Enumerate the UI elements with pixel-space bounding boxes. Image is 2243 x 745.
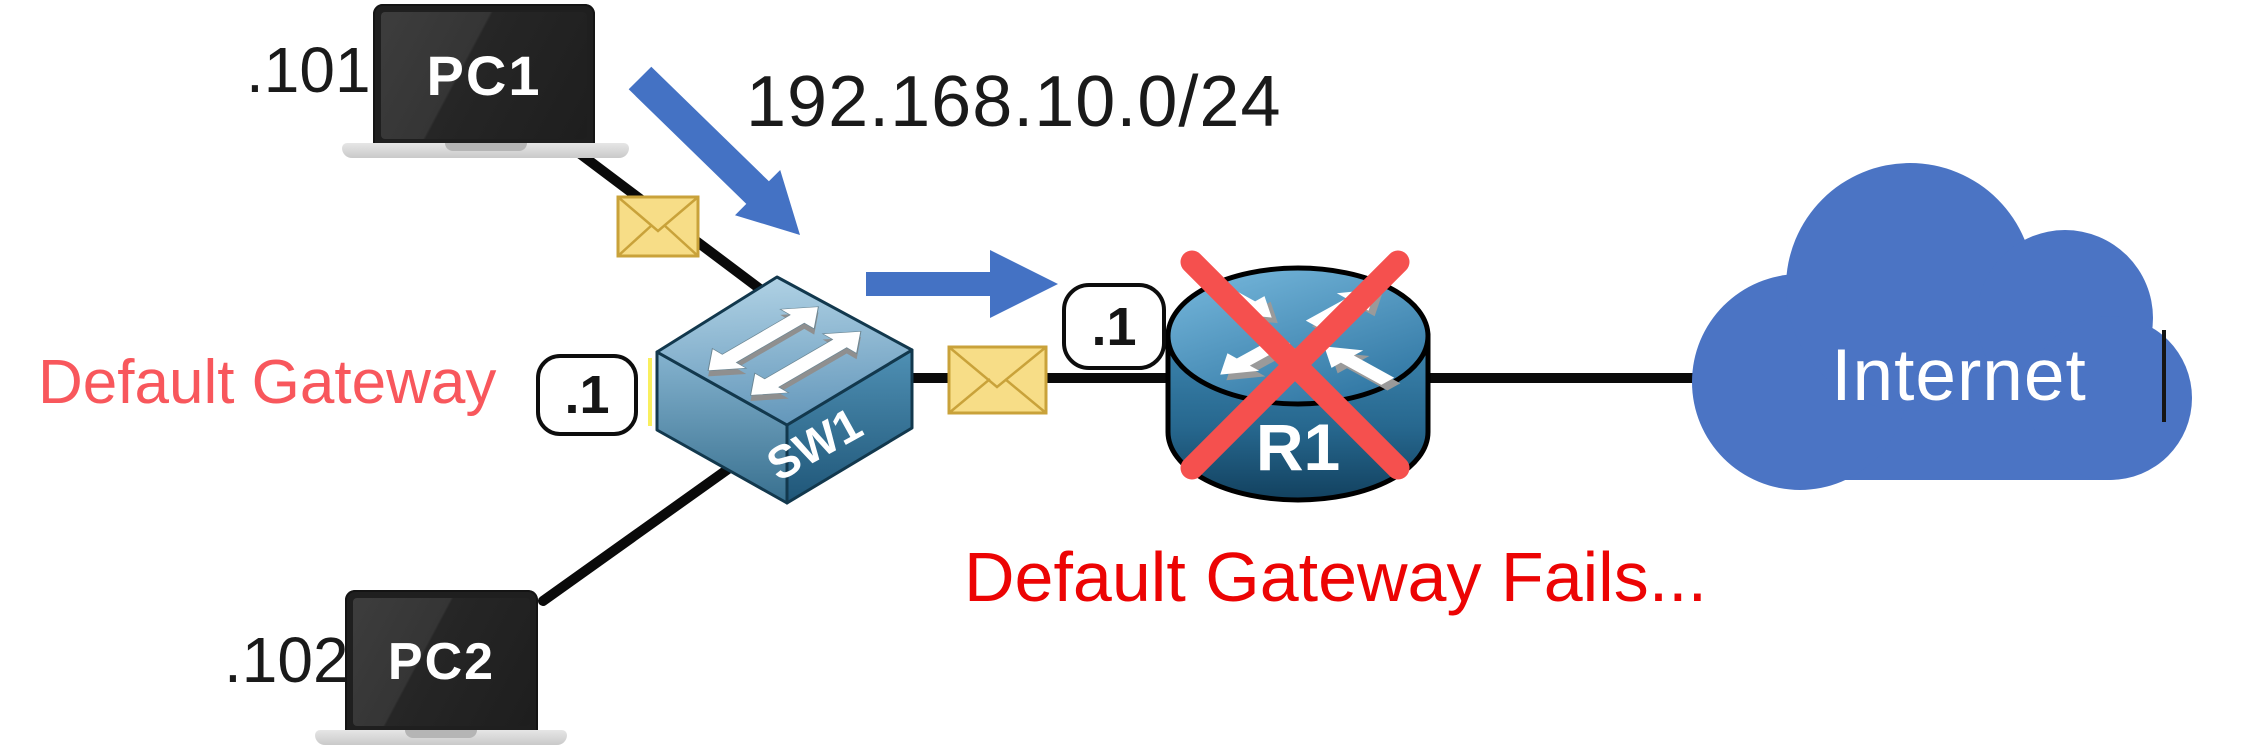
router-label: R1 — [1256, 410, 1340, 484]
text-cursor-artifact — [2162, 330, 2166, 422]
laptop-base — [315, 730, 567, 745]
laptop-notch — [405, 730, 477, 738]
laptop-glass: PC2 — [353, 598, 530, 726]
laptop-icon: PC2 — [315, 588, 567, 745]
packet-envelope-sw1-r1-icon — [947, 345, 1048, 415]
internet-label: Internet — [1831, 335, 2087, 416]
packet-envelope-pc1-icon — [616, 195, 700, 258]
pc1-address-label: .101 — [246, 34, 371, 106]
pc2-address-label: .102 — [224, 624, 349, 696]
gateway-fails-label: Default Gateway Fails... — [964, 538, 1708, 616]
pc1-label: PC1 — [426, 44, 542, 107]
laptop-screen: PC2 — [345, 590, 538, 732]
pc2-label: PC2 — [387, 633, 496, 691]
traffic-arrow-right-icon — [866, 250, 1058, 318]
router-ip-badge: .1 — [1062, 283, 1166, 370]
laptop-screen: PC1 — [373, 4, 595, 145]
laptop-notch — [444, 143, 527, 151]
highlight-sliver — [648, 358, 652, 426]
gateway-ip-badge: .1 — [536, 354, 638, 436]
laptop-glass: PC1 — [381, 12, 587, 139]
laptop-base — [342, 143, 629, 158]
x-mark-icon — [1180, 250, 1410, 480]
link-pc2-sw1 — [538, 447, 757, 606]
switch-icon — [655, 275, 914, 505]
default-gateway-label: Default Gateway — [38, 348, 497, 417]
traffic-arrow-down-icon — [628, 66, 800, 235]
subnet-label: 192.168.10.0/24 — [746, 62, 1282, 142]
cloud-icon — [1692, 163, 2192, 490]
laptop-icon: PC1 — [342, 2, 629, 158]
